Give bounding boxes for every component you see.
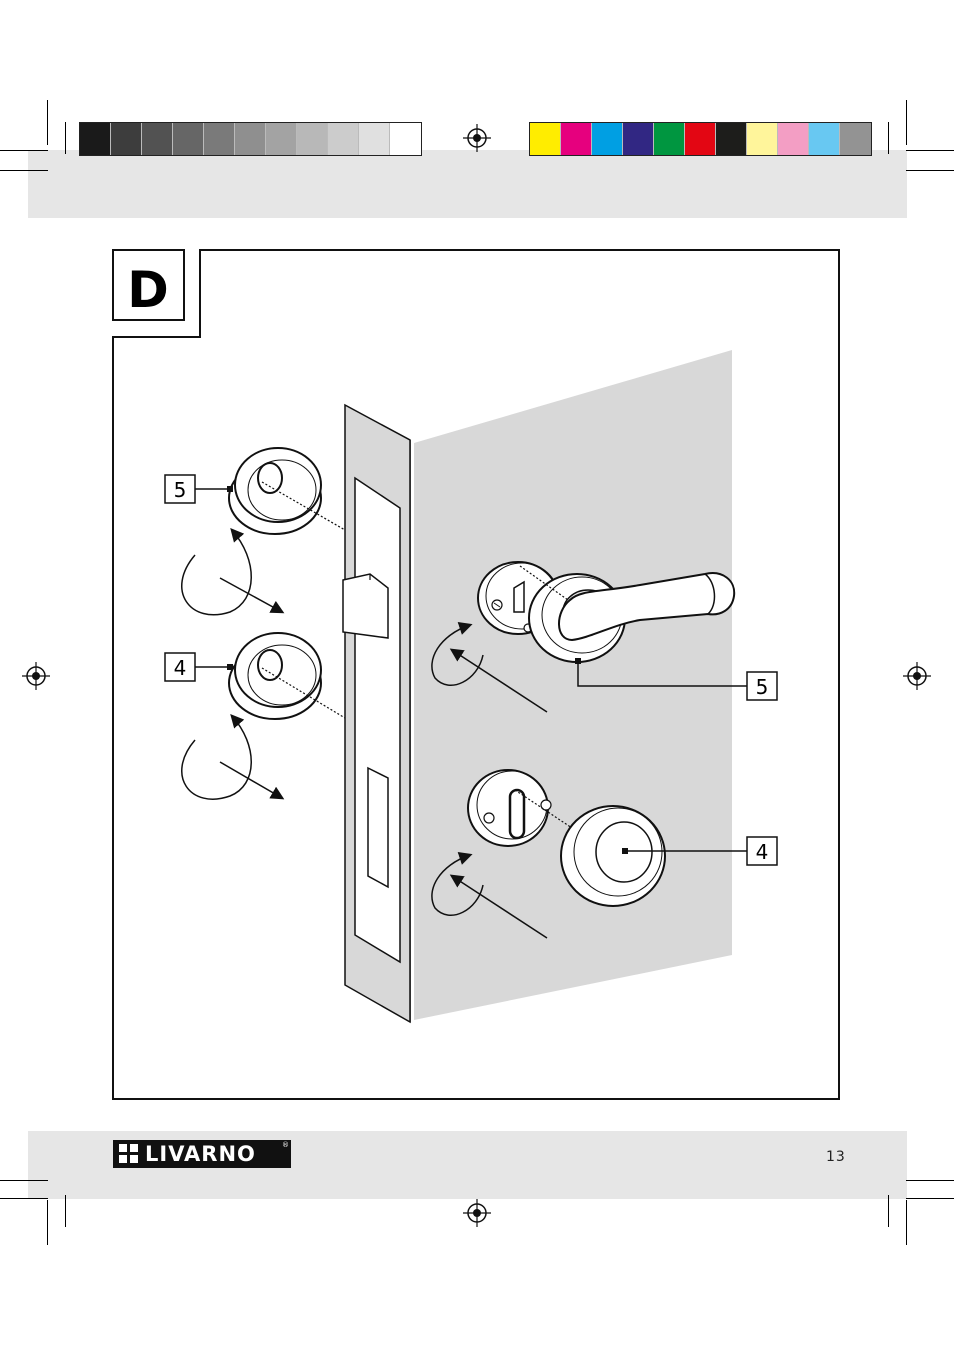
brand-name: LIVARNO bbox=[145, 1142, 256, 1166]
callout-number: 5 bbox=[756, 675, 769, 699]
registration-mark-top bbox=[463, 124, 491, 152]
lock-faceplate bbox=[355, 478, 400, 962]
latch-bolt bbox=[343, 574, 388, 638]
door-face bbox=[414, 350, 732, 1020]
lock-keyhole-slot bbox=[368, 768, 388, 887]
callout-number: 5 bbox=[174, 478, 187, 502]
logo-icon bbox=[119, 1144, 139, 1164]
callout-number: 4 bbox=[174, 656, 187, 680]
callout-number: 4 bbox=[756, 840, 769, 864]
registration-mark-bottom bbox=[463, 1199, 491, 1227]
registered-mark: ® bbox=[282, 1141, 289, 1149]
page-number: 13 bbox=[826, 1149, 846, 1165]
key-rosette-ring-4 bbox=[561, 806, 665, 906]
registration-mark-right bbox=[903, 662, 931, 690]
brand-logo: LIVARNO ® bbox=[113, 1140, 291, 1168]
section-letter: D bbox=[127, 261, 169, 319]
registration-mark-left bbox=[22, 662, 50, 690]
